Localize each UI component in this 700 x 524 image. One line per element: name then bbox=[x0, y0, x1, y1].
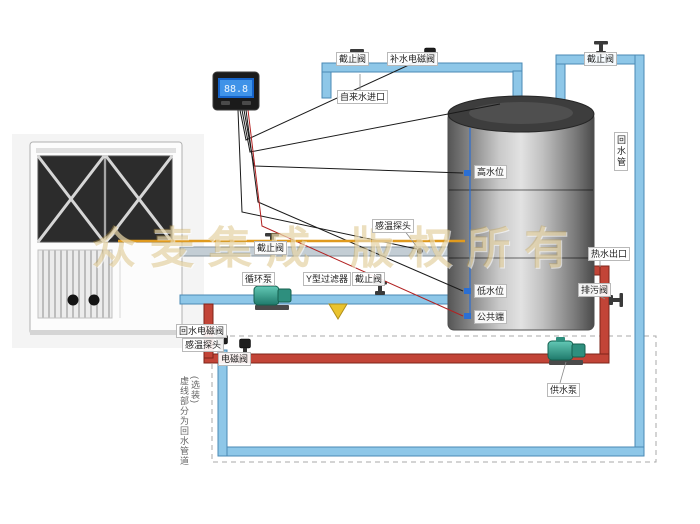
common-marker bbox=[464, 313, 471, 319]
supply-pump bbox=[547, 336, 586, 366]
label-supply-pump: 供水泵 bbox=[547, 383, 581, 397]
temperature-controller: 88.8 bbox=[212, 71, 260, 111]
controller-wires bbox=[118, 57, 501, 317]
label-tap-water-inlet: 自来水进口 bbox=[337, 90, 389, 104]
hot-pipe-right bbox=[599, 265, 610, 361]
label-hot-water-outlet: 热水出口 bbox=[588, 247, 631, 261]
knob-left bbox=[67, 294, 79, 306]
label-low-level: 低水位 bbox=[474, 284, 508, 298]
label-stop-valve-top: 截止阀 bbox=[336, 52, 370, 66]
controller-button-right bbox=[242, 101, 251, 105]
label-stop-valve-top-right: 截止阀 bbox=[584, 52, 618, 66]
temp-probe-sensor bbox=[417, 248, 423, 254]
return-pipe-bottom bbox=[217, 446, 645, 457]
label-circulation-pump: 循环泵 bbox=[242, 272, 276, 286]
y-filter bbox=[328, 303, 348, 320]
label-drain-valve: 排污阀 bbox=[578, 283, 612, 297]
label-solenoid-valve: 电磁阀 bbox=[218, 352, 252, 366]
knob-right bbox=[88, 294, 100, 306]
label-high-level: 高水位 bbox=[474, 165, 508, 179]
low-level-marker bbox=[464, 288, 471, 294]
label-stop-valve-circ-mid: 截止阀 bbox=[352, 272, 386, 286]
optional-return-area bbox=[211, 335, 657, 463]
watermark: 众麦集成 版权所有 bbox=[92, 224, 583, 273]
label-temp-probe-return: 感温探头 bbox=[182, 338, 225, 352]
controller-screen bbox=[220, 80, 252, 96]
louver-panel bbox=[37, 249, 113, 319]
drain-valve bbox=[609, 293, 623, 307]
controller-display: 88.8 bbox=[224, 84, 248, 95]
circulation-pump bbox=[253, 281, 292, 311]
label-optional-note: 虚线部分为回水管道(选装) bbox=[179, 376, 200, 466]
label-return-solenoid: 回水电磁阀 bbox=[176, 324, 228, 338]
controller-button-left bbox=[221, 101, 230, 105]
label-return-pipe: 回水管 bbox=[614, 132, 628, 171]
label-y-filter: Y型过滤器 bbox=[303, 272, 352, 286]
label-temp-probe-tank: 感温探头 bbox=[372, 219, 415, 233]
high-level-marker bbox=[464, 170, 471, 176]
label-stop-valve-circ-left: 截止阀 bbox=[254, 241, 288, 255]
label-common-terminal: 公共端 bbox=[474, 310, 508, 324]
return-pipe-right bbox=[634, 54, 645, 457]
tap-inlet-stub bbox=[321, 69, 332, 99]
circulation-pipe-lower bbox=[179, 294, 455, 305]
label-refill-solenoid: 补水电磁阀 bbox=[387, 52, 439, 66]
heat-pump-unit bbox=[12, 134, 204, 348]
